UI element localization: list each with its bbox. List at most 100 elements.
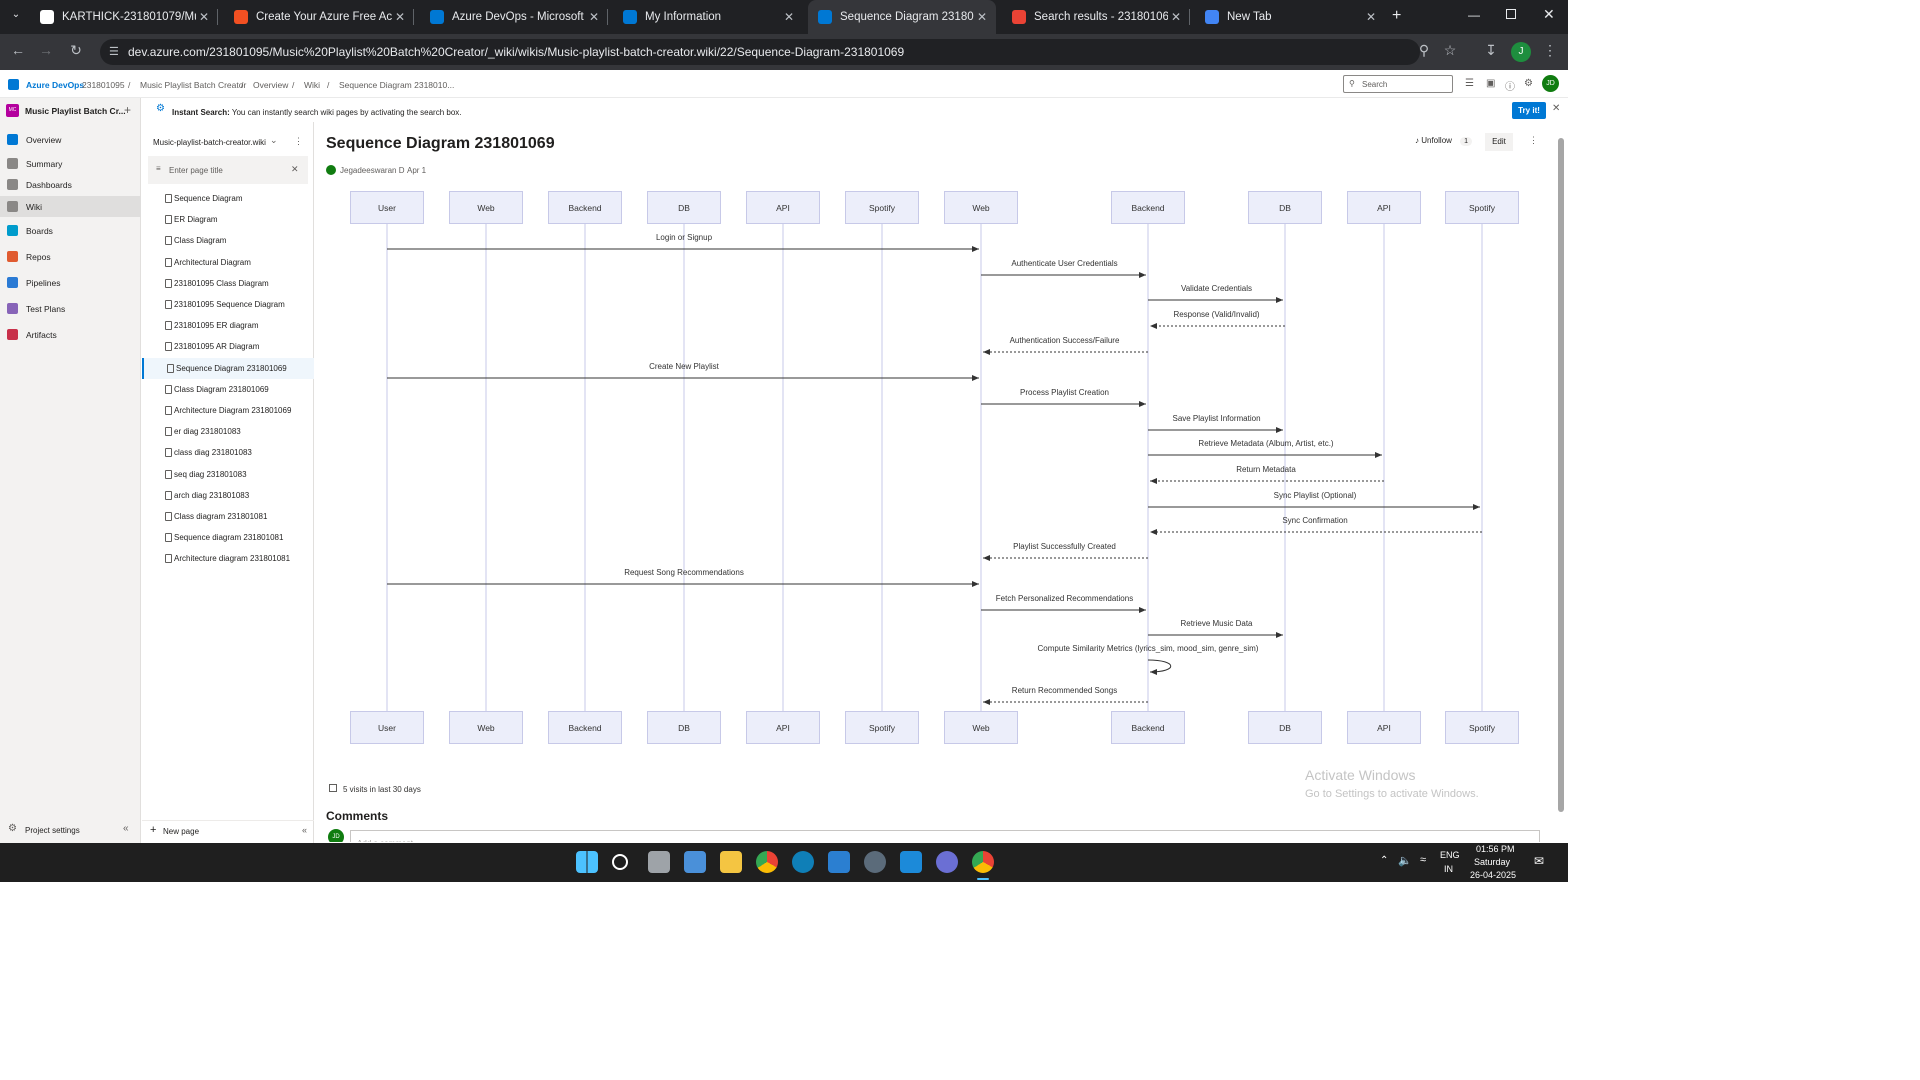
- tray-chevron-icon[interactable]: ⌃: [1380, 855, 1389, 866]
- browser-tab[interactable]: KARTHICK-231801079/Music-P✕: [30, 0, 218, 34]
- nav-item-repos[interactable]: Repos: [0, 246, 141, 267]
- wiki-page-item[interactable]: er diag 231801083: [142, 421, 314, 442]
- browser-tab[interactable]: Create Your Azure Free Account✕: [224, 0, 414, 34]
- chrome-icon[interactable]: [756, 851, 778, 873]
- unfollow-button[interactable]: ♪ Unfollow 1: [1415, 136, 1473, 146]
- collapse-nav-icon[interactable]: «: [123, 823, 129, 834]
- nav-item-pipelines[interactable]: Pipelines: [0, 272, 141, 293]
- store-icon[interactable]: [828, 851, 850, 873]
- copilot-icon[interactable]: [864, 851, 886, 873]
- wiki-page-item[interactable]: ER Diagram: [142, 209, 314, 230]
- wiki-page-item[interactable]: 231801095 ER diagram: [142, 315, 314, 336]
- project-settings[interactable]: ⚙ Project settings «: [0, 820, 141, 841]
- user-avatar[interactable]: JD: [1542, 75, 1559, 92]
- breadcrumb-project[interactable]: Music Playlist Batch Creator: [140, 80, 247, 90]
- close-tab-icon[interactable]: ✕: [1170, 10, 1182, 24]
- wiki-page-item[interactable]: seq diag 231801083: [142, 464, 314, 485]
- wiki-selector[interactable]: Music-playlist-batch-creator.wiki: [153, 138, 266, 147]
- marketplace-icon[interactable]: ▣: [1486, 78, 1496, 89]
- file-explorer-icon[interactable]: [720, 851, 742, 873]
- task-view-icon[interactable]: [648, 851, 670, 873]
- browser-menu-icon[interactable]: ⋮: [1543, 42, 1557, 58]
- new-tab-button[interactable]: +: [1392, 7, 1402, 24]
- restore-button[interactable]: [1506, 9, 1516, 19]
- chrome-active-icon[interactable]: [972, 851, 994, 873]
- wiki-page-item[interactable]: Sequence Diagram: [142, 188, 314, 209]
- wiki-page-item[interactable]: Sequence diagram 231801081: [142, 527, 314, 548]
- nav-item-dashboards[interactable]: Dashboards: [0, 174, 141, 195]
- project-badge[interactable]: MC: [6, 104, 19, 117]
- back-button[interactable]: ←: [11, 42, 25, 58]
- azure-devops-logo-icon[interactable]: [8, 79, 19, 90]
- browser-tab[interactable]: New Tab✕: [1195, 0, 1385, 34]
- lang-secondary[interactable]: IN: [1444, 864, 1453, 874]
- minimize-button[interactable]: —: [1468, 8, 1480, 22]
- project-name[interactable]: Music Playlist Batch Cr...: [25, 106, 126, 116]
- zoom-icon[interactable]: ⚲: [1418, 42, 1430, 58]
- wiki-page-item[interactable]: class diag 231801083: [142, 442, 314, 463]
- browser-tab[interactable]: Search results - 231801069@ra✕: [1002, 0, 1190, 34]
- forward-button[interactable]: →: [39, 42, 53, 58]
- edge-icon[interactable]: [792, 851, 814, 873]
- wifi-icon[interactable]: ≈: [1420, 854, 1427, 866]
- page-more-icon[interactable]: ⋮: [1529, 135, 1538, 145]
- new-page-button[interactable]: + New page «: [142, 820, 314, 840]
- site-info-icon[interactable]: ☰: [109, 46, 119, 58]
- nav-item-wiki[interactable]: Wiki: [0, 196, 141, 217]
- content-scrollbar[interactable]: [1555, 122, 1568, 842]
- volume-icon[interactable]: 🔈: [1398, 855, 1412, 867]
- close-tab-icon[interactable]: ✕: [783, 10, 795, 24]
- wiki-page-item[interactable]: Sequence Diagram 231801069: [142, 357, 314, 379]
- wiki-page-item[interactable]: Class Diagram 231801069: [142, 379, 314, 400]
- wiki-page-item[interactable]: Architecture Diagram 231801069: [142, 400, 314, 421]
- clock-time[interactable]: 01:56 PM: [1476, 844, 1515, 854]
- chevron-down-icon[interactable]: ⌄: [270, 135, 278, 145]
- vscode-icon[interactable]: [900, 851, 922, 873]
- reload-button[interactable]: ↻: [70, 42, 82, 58]
- author-name[interactable]: Jegadeeswaran D: [340, 166, 405, 175]
- browser-tab[interactable]: Sequence Diagram 231801069✕: [808, 0, 996, 34]
- wiki-page-item[interactable]: 231801095 AR Diagram: [142, 336, 314, 357]
- user-settings-icon[interactable]: ⚙: [1524, 78, 1533, 89]
- wiki-page-item[interactable]: 231801095 Class Diagram: [142, 273, 314, 294]
- org-link[interactable]: 231801095: [82, 80, 125, 90]
- wiki-page-item[interactable]: Class Diagram: [142, 230, 314, 251]
- more-options-icon[interactable]: ⋮: [294, 136, 303, 146]
- try-it-button[interactable]: Try it!: [1512, 102, 1546, 119]
- close-banner-icon[interactable]: ✕: [1552, 103, 1561, 114]
- nav-item-overview[interactable]: Overview: [0, 129, 141, 150]
- brand-link[interactable]: Azure DevOps: [26, 80, 85, 90]
- comment-input[interactable]: Add a comment...: [350, 830, 1540, 842]
- downloads-icon[interactable]: ↧: [1485, 42, 1497, 58]
- windows-start-icon[interactable]: [576, 851, 598, 873]
- nav-item-test-plans[interactable]: Test Plans: [0, 298, 141, 319]
- close-tab-icon[interactable]: ✕: [588, 10, 600, 24]
- notifications-icon[interactable]: ✉: [1534, 854, 1545, 868]
- tab-list-dropdown-icon[interactable]: ⌄: [11, 9, 21, 20]
- close-tab-icon[interactable]: ✕: [198, 10, 210, 24]
- browser-tab[interactable]: Azure DevOps - Microsoft Azure✕: [420, 0, 608, 34]
- search-icon[interactable]: [612, 854, 628, 870]
- collapse-tree-icon[interactable]: «: [302, 825, 308, 835]
- wiki-page-item[interactable]: arch diag 231801083: [142, 485, 314, 506]
- clear-filter-icon[interactable]: ✕: [291, 164, 299, 174]
- bookmark-star-icon[interactable]: ☆: [1443, 42, 1457, 58]
- close-tab-icon[interactable]: ✕: [976, 10, 988, 24]
- breadcrumb-page[interactable]: Sequence Diagram 2318010...: [339, 80, 455, 90]
- add-icon[interactable]: +: [124, 103, 132, 117]
- clock-day[interactable]: Saturday: [1474, 857, 1511, 867]
- lang-primary[interactable]: ENG: [1440, 850, 1460, 860]
- url-input[interactable]: ☰ dev.azure.com/231801095/Music%20Playli…: [100, 39, 1420, 65]
- clock-date[interactable]: 26-04-2025: [1470, 870, 1517, 880]
- app-icon[interactable]: [936, 851, 958, 873]
- breadcrumb-wiki[interactable]: Wiki: [304, 80, 321, 90]
- scrollbar-thumb[interactable]: [1558, 138, 1564, 812]
- close-window-button[interactable]: ✕: [1543, 6, 1555, 22]
- close-tab-icon[interactable]: ✕: [394, 10, 406, 24]
- breadcrumb-overview[interactable]: Overview: [253, 80, 289, 90]
- nav-item-artifacts[interactable]: Artifacts: [0, 324, 141, 345]
- page-filter-input[interactable]: ≡ Enter page title ✕: [148, 156, 308, 184]
- wiki-page-item[interactable]: Architectural Diagram: [142, 252, 314, 273]
- widgets-icon[interactable]: [684, 851, 706, 873]
- wiki-page-item[interactable]: 231801095 Sequence Diagram: [142, 294, 314, 315]
